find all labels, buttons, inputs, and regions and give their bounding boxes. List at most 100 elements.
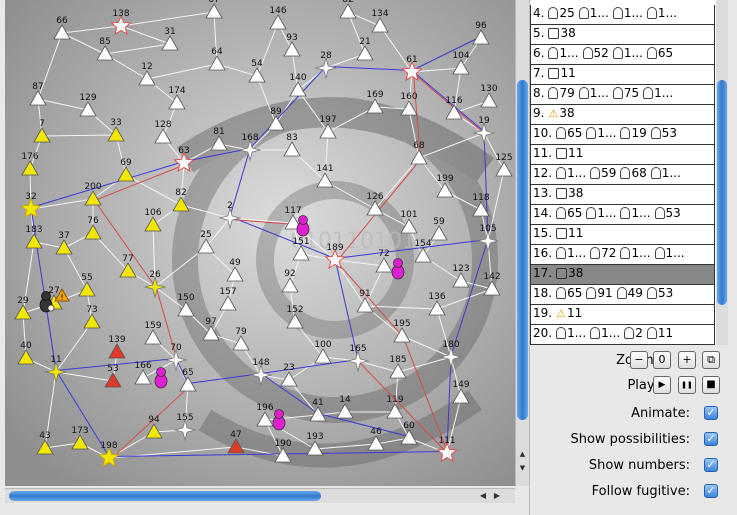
- station-node[interactable]: 105: [476, 224, 500, 253]
- station-node[interactable]: 200: [84, 182, 102, 206]
- turn-list-scroll-thumb[interactable]: [717, 80, 727, 305]
- zoom-in-button[interactable]: +: [678, 351, 696, 369]
- station-node[interactable]: 28: [314, 51, 338, 80]
- station-node[interactable]: 151: [292, 237, 310, 261]
- station-node[interactable]: 190: [274, 439, 292, 463]
- board-vertical-scrollbar[interactable]: ▲ ▼: [515, 0, 529, 486]
- animate-checkbox[interactable]: ✓: [704, 406, 718, 420]
- station-node[interactable]: 66: [53, 16, 71, 40]
- station-node[interactable]: 196: [256, 403, 274, 427]
- station-node[interactable]: 61: [401, 55, 423, 82]
- show-numbers-checkbox[interactable]: ✓: [704, 458, 718, 472]
- station-node[interactable]: 63: [173, 146, 195, 173]
- station-node[interactable]: 82: [339, 0, 357, 19]
- station-node[interactable]: 197: [319, 115, 337, 139]
- station-node[interactable]: 136: [428, 292, 446, 316]
- station-node[interactable]: 59: [430, 217, 448, 241]
- pause-button[interactable]: ❚❚: [678, 376, 696, 394]
- station-node[interactable]: 180: [439, 340, 463, 369]
- station-node[interactable]: 31: [161, 27, 179, 51]
- panel-divider[interactable]: [529, 0, 530, 515]
- fugitive-icon[interactable]: [39, 291, 55, 313]
- station-node[interactable]: 149: [452, 380, 470, 404]
- station-node[interactable]: 7: [33, 119, 51, 143]
- turn-row[interactable]: 5.38: [530, 25, 715, 45]
- station-node[interactable]: 198: [98, 441, 120, 468]
- station-node[interactable]: 159: [144, 321, 162, 345]
- station-node[interactable]: 183: [25, 225, 43, 249]
- station-node[interactable]: 85: [96, 37, 114, 61]
- station-node[interactable]: 92: [281, 269, 299, 293]
- scroll-down-arrow-icon[interactable]: ▼: [519, 464, 526, 472]
- station-node[interactable]: 148: [249, 358, 273, 387]
- station-node[interactable]: 146: [269, 6, 287, 30]
- station-node[interactable]: 37: [55, 231, 73, 255]
- station-node[interactable]: 69: [117, 158, 135, 182]
- station-node[interactable]: 2: [218, 201, 242, 230]
- station-node[interactable]: 47: [227, 430, 245, 454]
- station-node[interactable]: 129: [79, 93, 97, 117]
- zoom-out-button[interactable]: −: [630, 351, 648, 369]
- station-node[interactable]: 116: [445, 96, 463, 120]
- station-node[interactable]: 19: [472, 116, 496, 145]
- detective-pawn-icon[interactable]: [154, 367, 168, 389]
- station-node[interactable]: 123: [452, 264, 470, 288]
- station-node[interactable]: 77: [119, 254, 137, 278]
- station-node[interactable]: 152: [286, 305, 304, 329]
- station-node[interactable]: 97: [202, 317, 220, 341]
- station-node[interactable]: 87: [29, 82, 47, 106]
- station-node[interactable]: 138: [110, 9, 132, 36]
- station-node[interactable]: 83: [283, 133, 301, 157]
- station-node[interactable]: 40: [17, 341, 35, 365]
- turn-row[interactable]: 15.11: [530, 225, 715, 245]
- station-node[interactable]: 23: [280, 363, 298, 387]
- station-node[interactable]: 72: [375, 249, 393, 273]
- station-node[interactable]: 26: [143, 270, 167, 299]
- station-node[interactable]: 73: [83, 305, 101, 329]
- station-node[interactable]: 46: [367, 427, 385, 451]
- station-node[interactable]: 117: [284, 206, 302, 230]
- station-node[interactable]: 141: [316, 164, 334, 188]
- station-node[interactable]: 41: [309, 398, 327, 422]
- station-node[interactable]: 43: [36, 431, 54, 455]
- detective-pawn-icon[interactable]: [296, 215, 310, 237]
- board-vertical-scroll-thumb[interactable]: [517, 80, 528, 420]
- station-node[interactable]: 65: [179, 368, 197, 392]
- play-button[interactable]: ▶: [653, 376, 671, 394]
- station-node[interactable]: 140: [289, 73, 307, 97]
- stop-button[interactable]: ■: [702, 376, 720, 394]
- station-node[interactable]: 126: [366, 192, 384, 216]
- station-node[interactable]: 12: [138, 62, 156, 86]
- station-node[interactable]: 21: [356, 37, 374, 61]
- scroll-up-arrow-icon[interactable]: ▲: [519, 450, 526, 458]
- show-possibilities-checkbox[interactable]: ✓: [704, 432, 718, 446]
- station-node[interactable]: 150: [177, 293, 195, 317]
- station-node[interactable]: 111: [436, 436, 458, 463]
- station-node[interactable]: 125: [495, 153, 513, 177]
- detective-pawn-icon[interactable]: [272, 409, 286, 431]
- station-node[interactable]: 166: [134, 361, 152, 385]
- station-node[interactable]: 91: [356, 289, 374, 313]
- station-node[interactable]: 93: [283, 33, 301, 57]
- station-node[interactable]: 155: [173, 413, 197, 442]
- board-map[interactable]: 010110101 661386714682134968531932164286…: [5, 0, 515, 486]
- zoom-fit-button[interactable]: ⧉: [702, 351, 720, 369]
- station-node[interactable]: 168: [238, 133, 262, 162]
- zoom-reset-button[interactable]: 0: [653, 351, 671, 369]
- station-node[interactable]: 29: [14, 296, 32, 320]
- station-node[interactable]: 169: [366, 90, 384, 114]
- station-node[interactable]: 89: [267, 107, 285, 131]
- station-node[interactable]: 100: [314, 340, 332, 364]
- station-node[interactable]: 104: [452, 51, 470, 75]
- station-node[interactable]: 82: [172, 188, 190, 212]
- station-node[interactable]: 173: [71, 426, 89, 450]
- station-node[interactable]: 130: [480, 84, 498, 108]
- turn-row[interactable]: 9.⚠38: [530, 105, 715, 125]
- station-node[interactable]: 185: [389, 355, 407, 379]
